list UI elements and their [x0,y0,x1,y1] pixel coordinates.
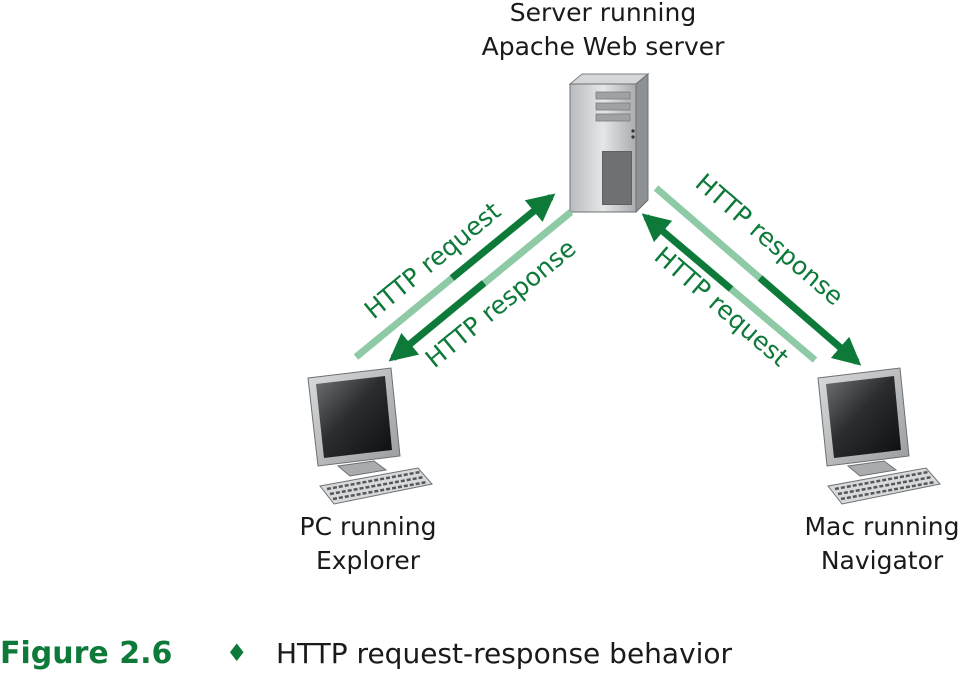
figure-number: Figure 2.6 [0,636,173,671]
server-label-line1: Server running [510,0,696,27]
server-label-line2: Apache Web server [482,32,726,61]
caption-separator-icon: ♦ [226,639,248,667]
pc-label-line1: PC running [300,512,437,541]
mac-label-line1: Mac running [804,512,959,541]
caption-text: HTTP request-response behavior [276,637,733,670]
pc-monitor-icon [307,367,433,505]
mac-label-line2: Navigator [821,546,944,575]
mac-request-arrow-head-segment [641,213,734,292]
pc-request-arrow-head-segment [449,193,556,281]
pc-label-line2: Explorer [316,546,421,575]
mac-monitor-icon [817,367,941,505]
pc-response-arrow-head-segment [388,280,487,362]
mac-response-arrow-head-segment [757,275,862,366]
server-icon [568,72,650,214]
